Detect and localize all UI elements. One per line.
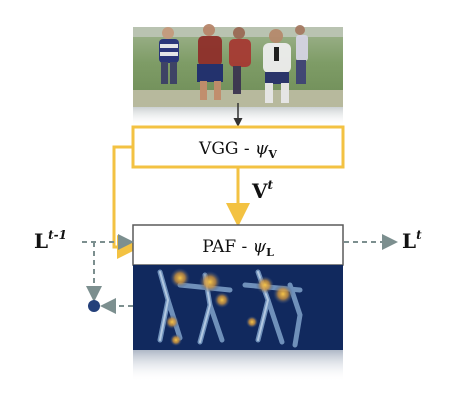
paf-block: PAF - ψL xyxy=(132,224,344,266)
feature-skip-arrow xyxy=(112,145,141,259)
accumulator-node-icon xyxy=(88,300,100,312)
output-label: Lt xyxy=(402,228,422,253)
vgg-output-label: Vt xyxy=(251,178,274,203)
input-label: Lt-1 xyxy=(34,228,67,253)
heatmap-image xyxy=(133,265,343,382)
vgg-block: VGG - ψV xyxy=(131,125,345,169)
vgg-block-label: VGG - ψV xyxy=(198,139,277,161)
paf-block-label: PAF - ψL xyxy=(202,237,274,259)
